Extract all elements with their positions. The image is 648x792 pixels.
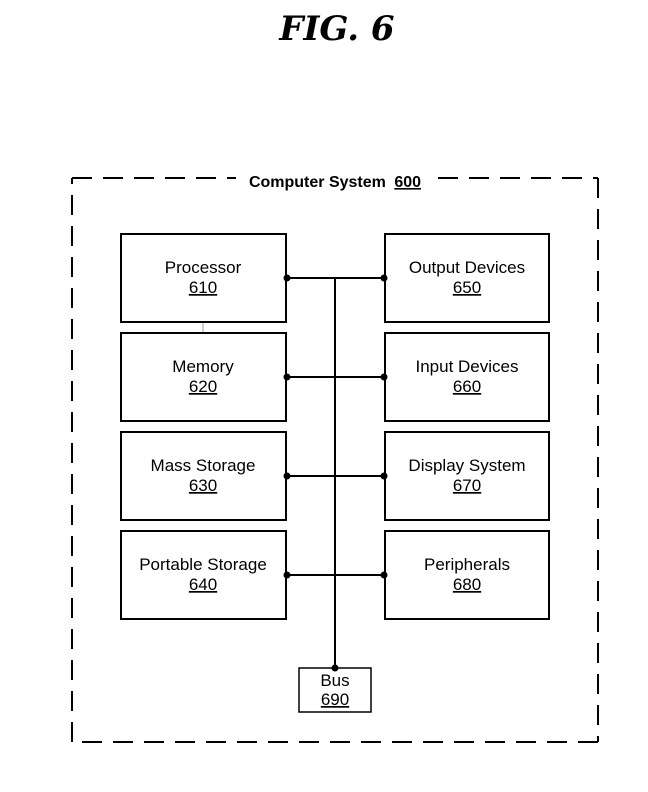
display-system-number: 670	[453, 476, 481, 495]
box-peripherals: Peripherals 680	[384, 530, 550, 620]
box-output-devices: Output Devices 650	[384, 233, 550, 323]
box-input-devices: Input Devices 660	[384, 332, 550, 422]
dot-processor	[283, 274, 291, 282]
box-bus: Bus 690	[298, 667, 372, 713]
system-label: Computer System 600	[249, 174, 421, 191]
system-boundary	[71, 177, 599, 743]
box-mass-storage: Mass Storage 630	[120, 431, 287, 521]
peripherals-number: 680	[453, 575, 481, 594]
dot-input-devices	[380, 373, 388, 381]
system-label-text: Computer System	[249, 174, 386, 191]
dot-display-system	[380, 472, 388, 480]
dot-mass-storage	[283, 472, 291, 480]
box-portable-storage: Portable Storage 640	[120, 530, 287, 620]
system-number: 600	[394, 174, 421, 191]
display-system-label: Display System	[408, 456, 525, 475]
junction-dots	[283, 274, 388, 672]
portable-storage-label: Portable Storage	[139, 555, 267, 574]
box-memory: Memory 620	[120, 332, 287, 422]
portable-storage-number: 640	[189, 575, 217, 594]
input-devices-label: Input Devices	[416, 357, 519, 376]
input-devices-number: 660	[453, 377, 481, 396]
bus-number: 690	[321, 690, 349, 709]
figure-title: FIG. 6	[278, 9, 394, 49]
dot-portable-storage	[283, 571, 291, 579]
box-processor: Processor 610	[120, 233, 287, 323]
peripherals-label: Peripherals	[424, 555, 510, 574]
bus-connectors	[287, 277, 384, 576]
dot-output-devices	[380, 274, 388, 282]
dot-bus	[331, 664, 339, 672]
dot-peripherals	[380, 571, 388, 579]
box-display-system: Display System 670	[384, 431, 550, 521]
dot-memory	[283, 373, 291, 381]
mass-storage-number: 630	[189, 476, 217, 495]
output-devices-number: 650	[453, 278, 481, 297]
mass-storage-label: Mass Storage	[151, 456, 256, 475]
processor-number: 610	[189, 278, 217, 297]
memory-number: 620	[189, 377, 217, 396]
memory-label: Memory	[172, 357, 234, 376]
output-devices-label: Output Devices	[409, 258, 525, 277]
bus-label: Bus	[320, 671, 349, 690]
processor-label: Processor	[165, 258, 242, 277]
